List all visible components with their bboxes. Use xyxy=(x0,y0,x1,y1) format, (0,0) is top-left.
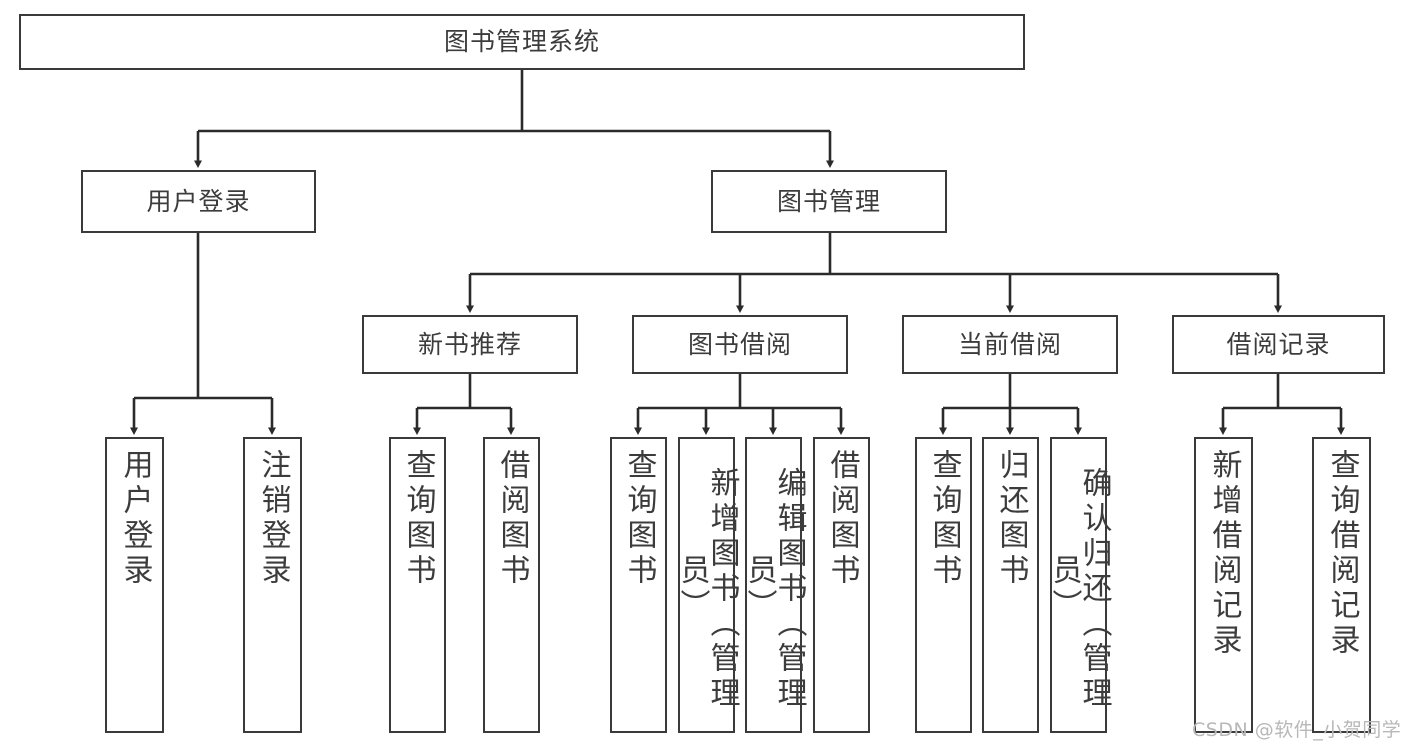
node-root-label: 图书管理系统 xyxy=(443,27,600,56)
node-book-management[interactable]: 图书管理 xyxy=(711,170,947,233)
leaf-add-book-admin[interactable]: 新增图书（管理员） xyxy=(674,437,740,733)
leaf-return-book-label: 归还图书 xyxy=(993,449,1029,589)
leaf-user-login-label: 用户登录 xyxy=(117,449,153,589)
watermark: CSDN @软件_小贺同学 xyxy=(1192,719,1402,741)
leaf-return-book[interactable]: 归还图书 xyxy=(982,437,1039,733)
leaf-query-book-recommend-label: 查询图书 xyxy=(400,449,436,589)
node-current-borrow-label: 当前借阅 xyxy=(957,329,1062,359)
leaf-borrow-book[interactable]: 借阅图书 xyxy=(813,437,870,733)
leaf-edit-book-admin-label: 编辑图书（管理员） xyxy=(741,466,807,712)
leaf-query-book-borrow[interactable]: 查询图书 xyxy=(610,437,667,733)
node-new-book-recommend-label: 新书推荐 xyxy=(417,329,522,359)
leaf-add-borrow-record[interactable]: 新增借阅记录 xyxy=(1194,437,1253,733)
node-user-login-label: 用户登录 xyxy=(146,186,251,216)
node-borrow-record-label: 借阅记录 xyxy=(1226,329,1331,359)
leaf-logout-label: 注销登录 xyxy=(255,449,291,589)
node-current-borrow[interactable]: 当前借阅 xyxy=(902,315,1118,374)
leaf-borrow-book-recommend[interactable]: 借阅图书 xyxy=(483,437,540,733)
node-new-book-recommend[interactable]: 新书推荐 xyxy=(362,315,578,374)
node-root[interactable]: 图书管理系统 xyxy=(19,14,1025,70)
leaf-query-borrow-record[interactable]: 查询借阅记录 xyxy=(1312,437,1371,733)
leaf-query-book-current-label: 查询图书 xyxy=(926,449,962,589)
leaf-borrow-book-recommend-label: 借阅图书 xyxy=(494,449,530,589)
leaf-user-login[interactable]: 用户登录 xyxy=(105,437,164,733)
node-borrow-record[interactable]: 借阅记录 xyxy=(1172,315,1385,374)
node-book-borrow[interactable]: 图书借阅 xyxy=(632,315,848,374)
leaf-confirm-return-admin[interactable]: 确认归还（管理员） xyxy=(1046,437,1112,733)
node-user-login[interactable]: 用户登录 xyxy=(81,170,316,233)
leaf-query-borrow-record-label: 查询借阅记录 xyxy=(1324,449,1360,659)
node-book-borrow-label: 图书借阅 xyxy=(687,329,792,359)
leaf-edit-book-admin[interactable]: 编辑图书（管理员） xyxy=(741,437,807,733)
leaf-query-book-current[interactable]: 查询图书 xyxy=(915,437,972,733)
node-book-management-label: 图书管理 xyxy=(776,186,881,216)
leaf-logout[interactable]: 注销登录 xyxy=(243,437,302,733)
leaf-add-borrow-record-label: 新增借阅记录 xyxy=(1206,449,1242,659)
leaf-confirm-return-admin-label: 确认归还（管理员） xyxy=(1046,466,1112,712)
leaf-query-book-borrow-label: 查询图书 xyxy=(621,449,657,589)
leaf-add-book-admin-label: 新增图书（管理员） xyxy=(674,466,740,712)
leaf-borrow-book-label: 借阅图书 xyxy=(824,449,860,589)
leaf-query-book-recommend[interactable]: 查询图书 xyxy=(389,437,446,733)
